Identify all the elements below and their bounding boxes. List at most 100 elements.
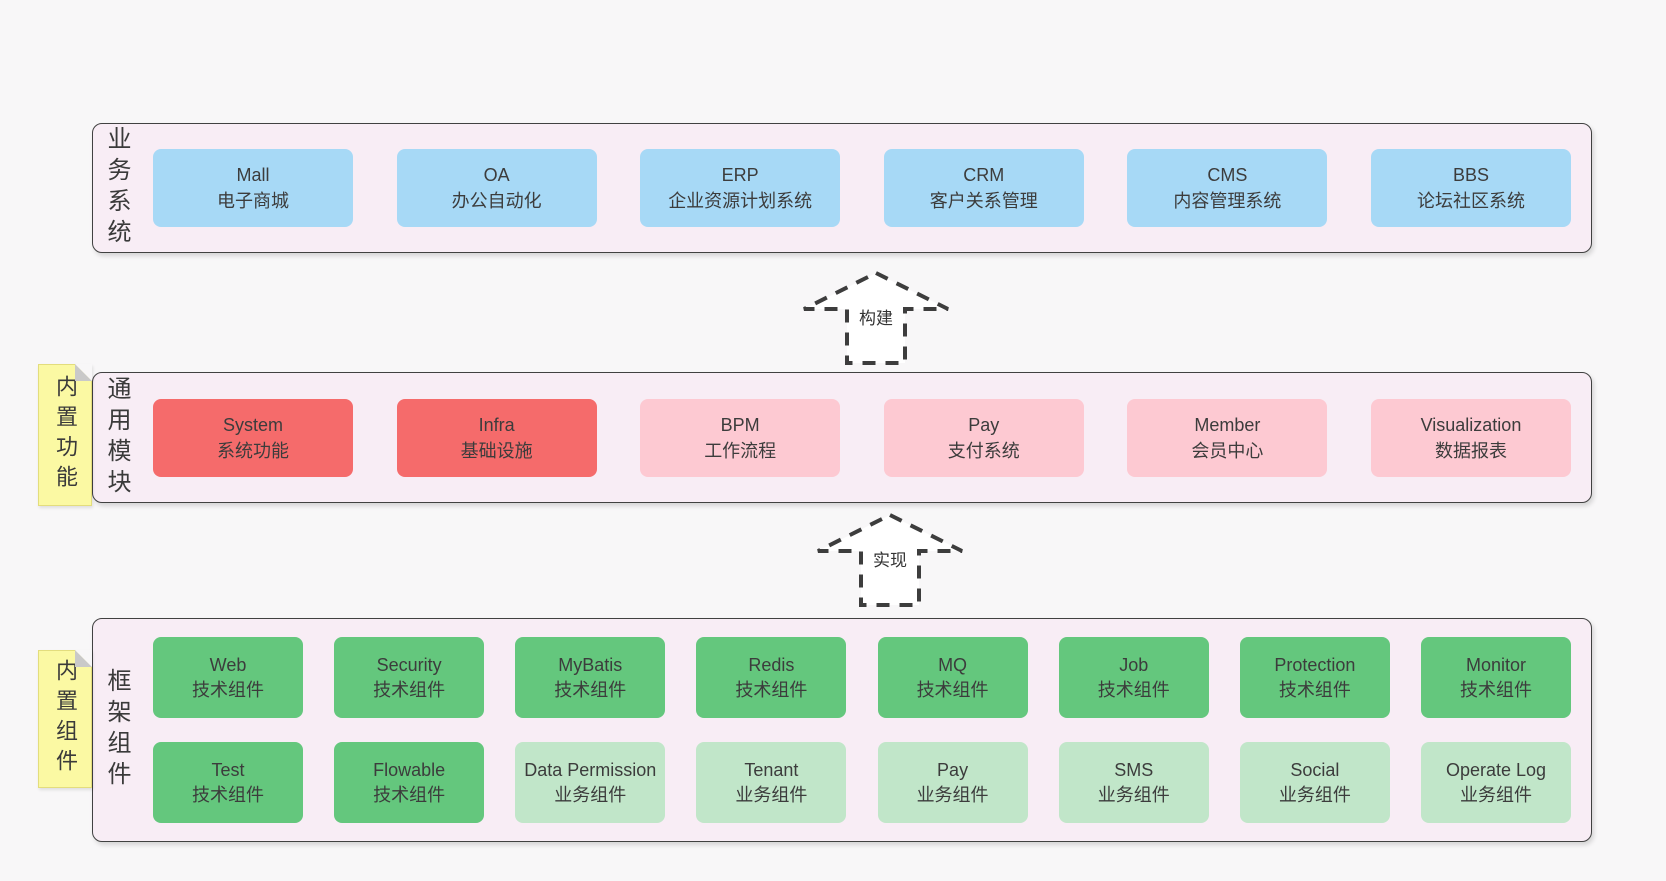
box-desc: 系统功能 [217,440,289,461]
box-name: Test [211,759,245,780]
box-web: Web 技术组件 [153,637,303,718]
box-desc: 业务组件 [916,784,989,805]
arrow-build-label: 构建 [856,303,896,330]
box-name: MyBatis [558,654,623,675]
box-desc: 电子商城 [217,191,289,211]
box-desc: 技术组件 [1459,679,1532,700]
box-name: Job [1119,654,1149,675]
box-desc: 内容管理系统 [1173,191,1282,211]
box-name: Protection [1274,654,1356,675]
box-name: Visualization [1420,414,1522,435]
box-desc: 办公自动化 [451,191,542,211]
box-desc: 客户关系管理 [929,191,1038,211]
box-name: CMS [1207,165,1248,185]
box-desc: 业务组件 [1459,784,1532,805]
box-pay-component: Pay 业务组件 [877,742,1028,823]
box-name: Operate Log [1445,759,1547,780]
box-protection: Protection 技术组件 [1239,637,1390,718]
band-business-systems: 业务系统 Mall 电子商城 OA 办公自动化 ERP 企业资源计划系统 CRM… [92,123,1592,253]
band-business-label-text: 业务系统 [103,126,130,250]
box-redis: Redis 技术组件 [696,637,847,718]
box-name: Flowable [373,759,446,780]
box-desc: 论坛社区系统 [1416,191,1525,211]
band-business-label: 业务系统 [93,124,139,252]
box-tenant: Tenant 业务组件 [696,742,847,823]
box-name: SMS [1114,759,1154,780]
box-desc: 技术组件 [373,784,446,805]
box-desc: 技术组件 [373,679,446,700]
box-desc: 技术组件 [1278,679,1351,700]
box-name: ERP [721,165,759,185]
box-desc: 工作流程 [704,440,777,461]
box-job: Job 技术组件 [1058,637,1209,718]
box-test: Test 技术组件 [153,742,303,823]
box-erp: ERP 企业资源计划系统 [640,149,841,227]
box-desc: 技术组件 [192,784,264,805]
box-name: Member [1194,414,1261,435]
box-mq: MQ 技术组件 [877,637,1028,718]
sticky-built-in-features-text: 内置功能 [53,375,78,495]
band-common-modules: 通用模块 System 系统功能 Infra 基础设施 BPM 工作流程 Pay… [92,372,1592,503]
sticky-built-in-components: 内置组件 [38,650,92,788]
box-name: MQ [938,654,968,675]
box-desc: 技术组件 [192,679,264,700]
box-desc: 基础设施 [460,440,533,461]
box-name: Infra [478,414,515,435]
box-desc: 技术组件 [1097,679,1170,700]
box-cms: CMS 内容管理系统 [1127,149,1328,227]
band-framework-components: 框架组件 Web 技术组件 Security 技术组件 MyBatis 技术组件… [92,618,1592,842]
box-name: CRM [963,165,1005,185]
box-desc: 业务组件 [1278,784,1351,805]
box-pay-module: Pay 支付系统 [883,398,1084,477]
box-name: Mall [236,165,270,185]
box-desc: 企业资源计划系统 [668,191,813,211]
band-common-label: 通用模块 [93,373,139,502]
box-oa: OA 办公自动化 [396,149,597,227]
box-visualization: Visualization 数据报表 [1370,398,1571,477]
box-desc: 业务组件 [554,784,627,805]
box-operate-log: Operate Log 业务组件 [1420,742,1571,823]
box-name: System [222,414,283,435]
box-flowable: Flowable 技术组件 [334,742,485,823]
box-mall: Mall 电子商城 [153,149,353,227]
box-name: OA [483,165,510,185]
box-desc: 技术组件 [554,679,627,700]
box-bbs: BBS 论坛社区系统 [1370,149,1571,227]
box-name: Social [1290,759,1340,780]
box-name: Redis [748,654,795,675]
box-system: System 系统功能 [153,398,353,477]
box-desc: 业务组件 [735,784,808,805]
box-name: Tenant [744,759,799,780]
box-name: BPM [720,414,760,435]
box-data-permission: Data Permission 业务组件 [515,742,666,823]
box-monitor: Monitor 技术组件 [1420,637,1571,718]
box-name: Web [209,654,247,675]
box-name: Pay [968,414,1000,435]
box-bpm: BPM 工作流程 [640,398,841,477]
box-name: Pay [937,759,969,780]
box-desc: 数据报表 [1434,440,1507,461]
arrow-implement-label: 实现 [870,545,910,572]
arrow-build: 构建 [801,270,951,366]
sticky-built-in-features: 内置功能 [38,364,92,506]
band-common-boxes: System 系统功能 Infra 基础设施 BPM 工作流程 Pay 支付系统… [139,373,1591,502]
box-desc: 支付系统 [947,440,1020,461]
sticky-built-in-components-text: 内置组件 [53,659,78,779]
band-framework-boxes: Web 技术组件 Security 技术组件 MyBatis 技术组件 Redi… [139,619,1591,841]
box-desc: 会员中心 [1191,440,1264,461]
framework-row-2: Test 技术组件 Flowable 技术组件 Data Permission … [153,742,1571,823]
box-crm: CRM 客户关系管理 [883,149,1084,227]
band-framework-label-text: 框架组件 [103,668,130,792]
box-social: Social 业务组件 [1239,742,1390,823]
box-name: Security [376,654,442,675]
band-framework-label: 框架组件 [93,619,139,841]
box-security: Security 技术组件 [334,637,485,718]
box-infra: Infra 基础设施 [396,398,597,477]
box-desc: 业务组件 [1097,784,1170,805]
band-business-boxes: Mall 电子商城 OA 办公自动化 ERP 企业资源计划系统 CRM 客户关系… [139,124,1591,252]
box-desc: 技术组件 [735,679,808,700]
box-mybatis: MyBatis 技术组件 [515,637,666,718]
box-member: Member 会员中心 [1127,398,1328,477]
box-name: Data Permission [524,759,657,780]
